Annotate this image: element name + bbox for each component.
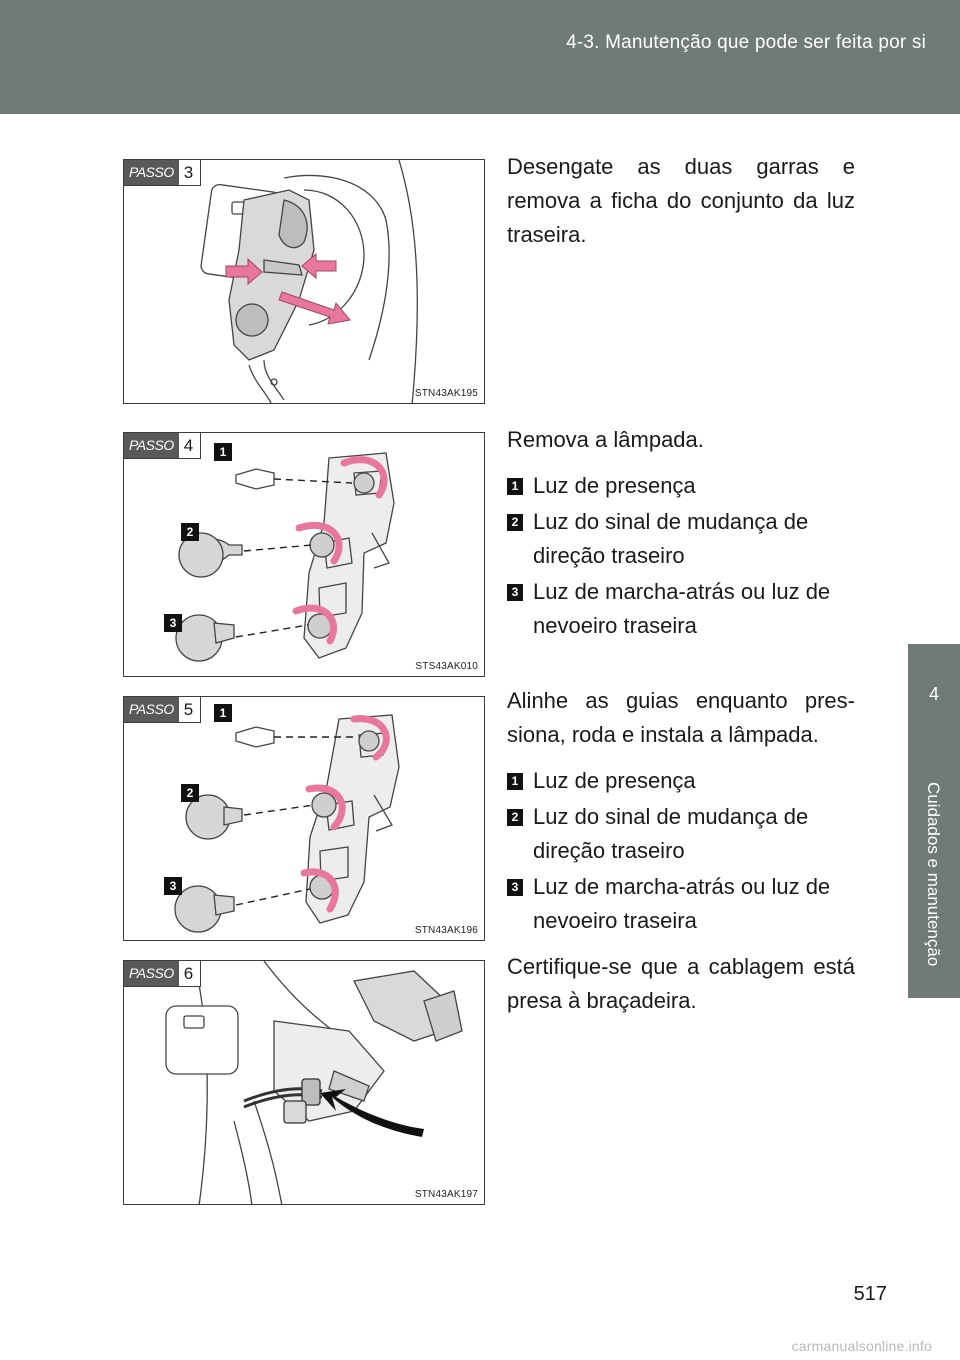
step-4-number: 4 [183,436,194,455]
step-3-number: 3 [183,163,194,182]
step-4-figure: 1 2 3 PASSO 4 STS43AK010 [123,432,485,677]
section-title: 4-3. Manutenção que pode ser feita por s… [566,32,926,53]
taillight-connector-illustration [200,160,418,403]
chapter-tab[interactable]: 4 [908,644,960,748]
callout-2: 2 [181,784,199,802]
step-6-figure: PASSO 6 STN43AK197 [123,960,485,1205]
page-header: 4-3. Manutenção que pode ser feita por s… [0,0,960,114]
step-5-figure: 1 2 3 PASSO 5 STN43AK196 [123,696,485,941]
step-5-text-block: Alinhe as guias enquanto pres-siona, rod… [507,684,855,940]
step-6-number: 6 [183,964,194,983]
step-5-item-list: 1 Luz de presença 2 Luz do sinal de muda… [507,764,855,938]
item-label: Luz de presença [533,768,696,793]
item-label: Luz de presença [533,473,696,498]
step-3-text-block: Desengate as duas garras e remova a fich… [507,150,855,252]
passo-label: PASSO [124,160,179,185]
item-badge: 1 [507,773,523,790]
passo-label: PASSO [124,961,179,986]
bulb-install-illustration [174,714,400,933]
step-4-instruction: Remova a lâmpada. [507,427,704,452]
step-4-figure-code: STS43AK010 [415,661,478,672]
callout-2: 2 [181,523,199,541]
wiring-clamp-illustration [165,961,463,1204]
chapter-number: 4 [928,684,939,704]
step-6-instruction: Certifique-se que a cablagem está presa … [507,954,855,1013]
list-item: 3 Luz de marcha-atrás ou luz de nevoeiro… [507,575,855,643]
chapter-label: Cuidados e manutenção [924,781,943,967]
step-5-figure-code: STN43AK196 [414,925,478,936]
list-item: 2 Luz do sinal de mudança de direção tra… [507,505,855,573]
item-badge: 2 [507,809,523,826]
item-badge: 3 [507,584,523,601]
callout-3: 3 [164,877,182,895]
item-badge: 2 [507,514,523,531]
passo-label: PASSO [124,697,179,722]
step-5-number: 5 [183,700,194,719]
page-number: 517 [853,1283,887,1305]
watermark: carmanualsonline.info [791,1338,932,1354]
list-item: 2 Luz do sinal de mudança de direção tra… [507,800,855,868]
item-label: Luz de marcha-atrás ou luz de nevoeiro t… [533,874,831,933]
step-3-instruction: Desengate as duas garras e remova a fich… [507,154,855,247]
bulb-removal-illustration [175,452,395,662]
step-6-text-block: Certifique-se que a cablagem está presa … [507,950,855,1018]
item-label: Luz do sinal de mudança de direção trase… [533,509,809,568]
passo-label: PASSO [124,433,179,458]
list-item: 1 Luz de presença [507,469,855,503]
step-4-item-list: 1 Luz de presença 2 Luz do sinal de muda… [507,469,855,643]
step-5-instruction: Alinhe as guias enquanto pres-siona, rod… [507,688,855,747]
callout-3: 3 [164,614,182,632]
callout-1: 1 [214,704,232,722]
step-3-figure-code: STN43AK195 [414,388,478,399]
step-3-figure: PASSO 3 STN43AK195 [123,159,485,404]
item-label: Luz do sinal de mudança de direção trase… [533,804,809,863]
step-5-badge: PASSO 5 [124,697,202,723]
item-badge: 3 [507,879,523,896]
chapter-rail: Cuidados e manutenção [908,748,960,998]
step-4-text-block: Remova a lâmpada. 1 Luz de presença 2 Lu… [507,423,855,645]
callout-1: 1 [214,443,232,461]
step-4-badge: PASSO 4 [124,433,202,459]
step-3-badge: PASSO 3 [124,160,202,186]
item-label: Luz de marcha-atrás ou luz de nevoeiro t… [533,579,831,638]
list-item: 3 Luz de marcha-atrás ou luz de nevoeiro… [507,870,855,938]
step-6-figure-code: STN43AK197 [414,1189,478,1200]
list-item: 1 Luz de presença [507,764,855,798]
item-badge: 1 [507,478,523,495]
step-6-badge: PASSO 6 [124,961,202,987]
